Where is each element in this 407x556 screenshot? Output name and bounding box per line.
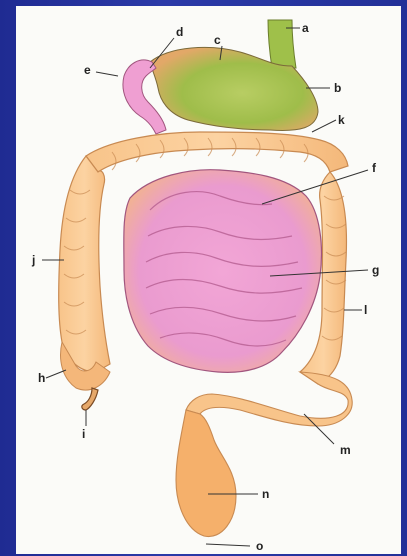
label-e: e — [84, 63, 91, 77]
label-m: m — [340, 443, 351, 457]
label-h: h — [38, 371, 45, 385]
label-l: l — [364, 303, 367, 317]
appendix — [82, 388, 98, 410]
small-intestine — [124, 170, 322, 373]
label-c: c — [214, 33, 221, 47]
sigmoid-colon — [186, 372, 352, 426]
label-g: g — [372, 263, 379, 277]
label-i: i — [82, 427, 85, 441]
ascending-colon — [59, 156, 110, 372]
label-d: d — [176, 25, 183, 39]
label-b: b — [334, 81, 341, 95]
label-o: o — [256, 539, 263, 553]
esophagus — [268, 20, 296, 68]
rectum — [176, 410, 236, 537]
transverse-colon — [86, 132, 348, 172]
label-n: n — [262, 487, 269, 501]
label-j: j — [31, 253, 35, 267]
label-a: a — [302, 21, 309, 35]
label-k: k — [338, 113, 345, 127]
label-f: f — [372, 161, 377, 175]
